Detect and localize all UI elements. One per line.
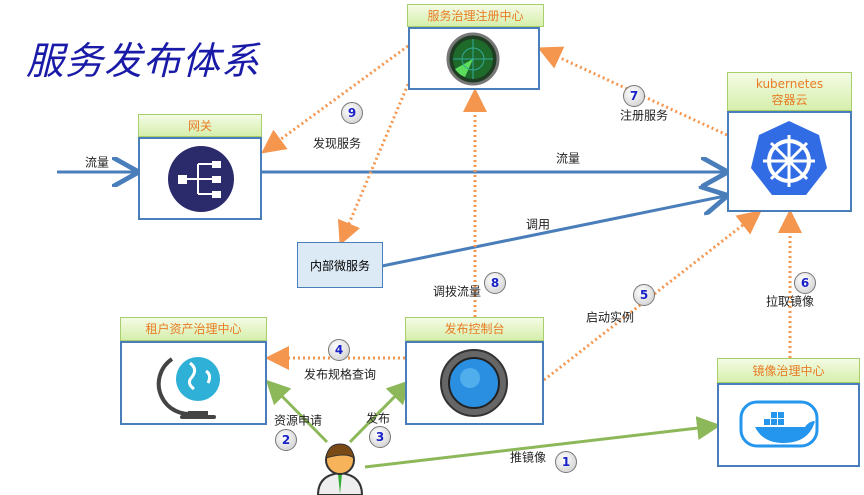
internal-microservice-node[interactable]: 内部微服务 <box>297 242 383 288</box>
discover-arrow <box>261 44 409 154</box>
registry-header: 服务治理注册中心 <box>407 4 544 27</box>
k8s-title: kubernetes <box>755 76 824 91</box>
registry-node[interactable] <box>408 27 540 90</box>
tenant-header: 租户资产治理中心 <box>120 317 267 341</box>
gateway-header: 网关 <box>138 114 262 137</box>
step-badge: 9 <box>341 102 363 124</box>
apply-arrow <box>265 379 329 444</box>
discover-label: 发现服务 <box>312 136 362 151</box>
portal-icon <box>440 349 508 417</box>
apply-label: 资源申请 <box>273 413 323 428</box>
step-badge: 2 <box>275 429 297 451</box>
register-label: 注册服务 <box>619 108 669 123</box>
step-badge: 1 <box>555 451 577 473</box>
k8s-node[interactable] <box>727 111 852 212</box>
call-label: 调用 <box>525 217 551 232</box>
step-badge: 3 <box>369 426 391 448</box>
push-arrow <box>364 416 721 469</box>
image-node[interactable] <box>717 383 860 467</box>
push-label: 推镜像 <box>509 450 547 465</box>
step-badge: 6 <box>794 272 816 294</box>
traffic-in-label: 流量 <box>84 155 110 170</box>
globe-icon <box>156 357 220 419</box>
radar-icon <box>446 32 500 86</box>
gateway-node[interactable] <box>138 137 262 220</box>
console-node[interactable] <box>405 341 544 425</box>
docker-icon <box>739 400 819 448</box>
gateway-icon <box>168 146 234 212</box>
traffic-label: 流量 <box>555 151 581 166</box>
query-label: 发布规格查询 <box>303 367 377 382</box>
pull-label: 拉取镜像 <box>765 294 815 309</box>
step-badge: 5 <box>633 284 655 306</box>
step-badge: 4 <box>328 339 350 361</box>
internal-discover-arrow <box>337 74 414 246</box>
k8s-header: kubernetes 容器云 <box>727 72 852 111</box>
k8s-subtitle: 容器云 <box>771 92 808 107</box>
start-label: 启动实例 <box>585 310 635 325</box>
publish-label: 发布 <box>365 411 391 426</box>
publish-arrow <box>348 379 412 444</box>
dispatch-label: 调拨流量 <box>432 284 482 299</box>
step-badge: 7 <box>623 85 645 107</box>
call-arrow <box>381 196 725 268</box>
page-title: 服务发布体系 <box>26 39 261 83</box>
console-header: 发布控制台 <box>405 317 544 341</box>
user-avatar-icon <box>316 443 364 495</box>
image-header: 镜像治理中心 <box>717 358 860 383</box>
step-badge: 8 <box>484 272 506 294</box>
kubernetes-icon <box>751 121 827 195</box>
tenant-node[interactable] <box>120 341 267 425</box>
